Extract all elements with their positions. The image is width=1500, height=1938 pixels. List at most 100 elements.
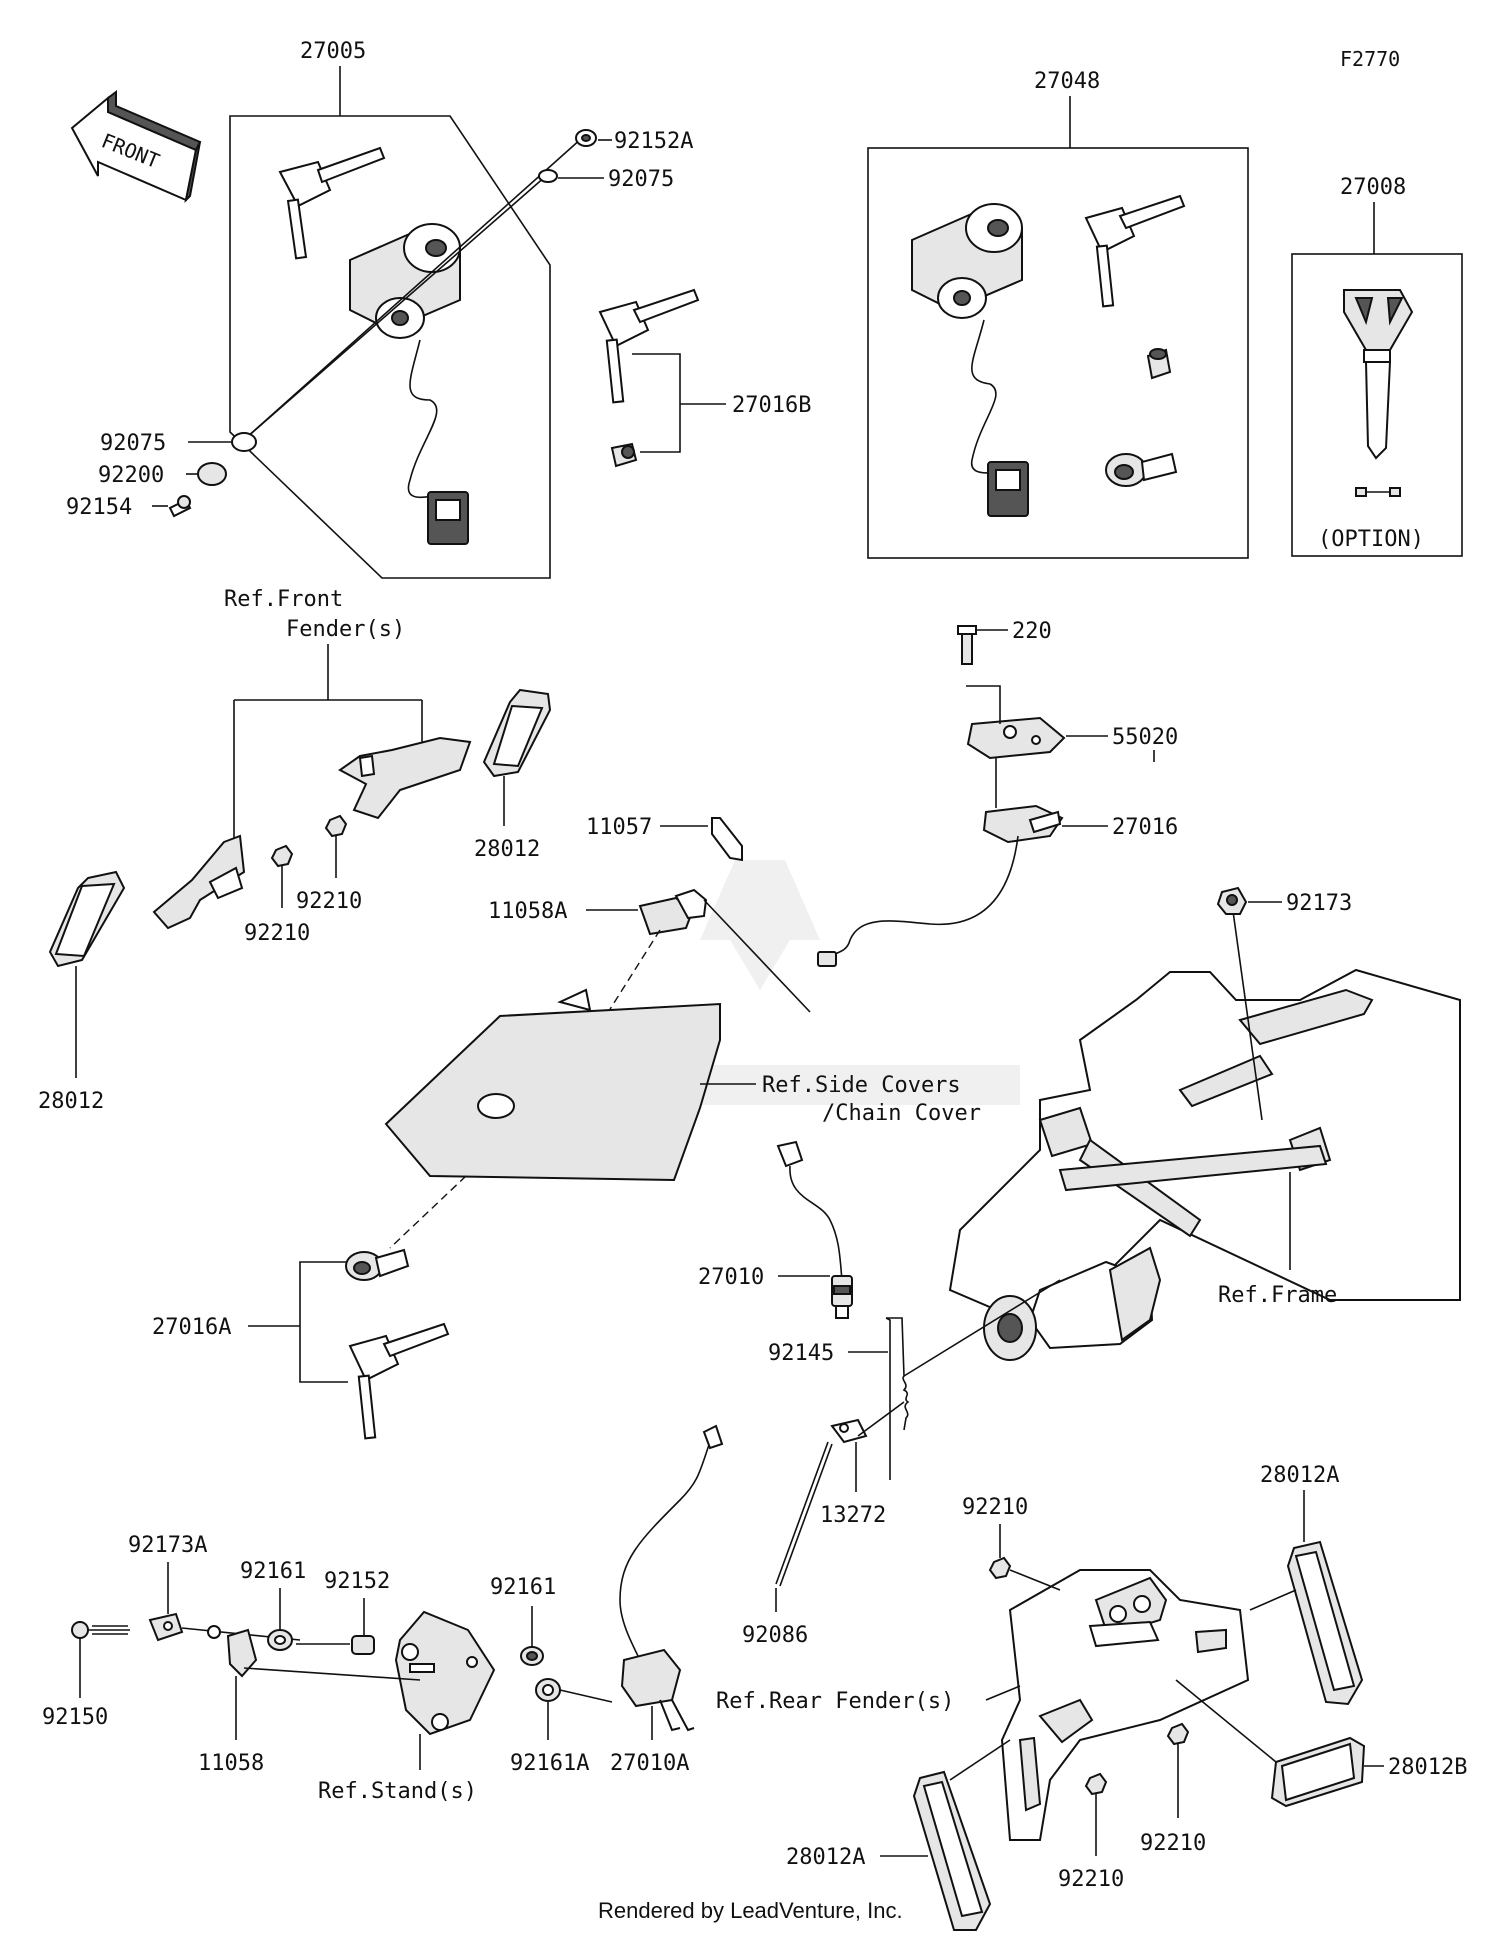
blank-key-group-27008: 27008 (OPTION) [1291, 175, 1463, 557]
key-and-cylinder-27016B [598, 288, 700, 468]
part-label-92086: 92086 [742, 1623, 808, 1648]
clip-icon [711, 817, 743, 862]
side-cover-icon [384, 988, 721, 1182]
screw-icon [71, 1621, 130, 1639]
nut-icon [270, 844, 294, 868]
part-label-27016B: 27016B [732, 393, 811, 418]
part-label-92173: 92173 [1286, 891, 1352, 916]
washer-icon [575, 129, 597, 147]
nut-icon [1166, 1722, 1190, 1746]
holder-bracket-icon [638, 888, 708, 936]
ignition-switch-group-27005: 27005 [229, 39, 583, 579]
part-label-27010A: 27010A [610, 1751, 689, 1776]
seat-lock-icon [345, 1248, 410, 1281]
part-label-27048: 27048 [1034, 69, 1100, 94]
washer-icon [520, 1646, 544, 1666]
key-icon [348, 1322, 450, 1440]
part-label-92152A: 92152A [614, 129, 693, 154]
part-label-55020: 55020 [1112, 725, 1178, 750]
reflector-icon [48, 870, 126, 968]
cam-icon [207, 1625, 258, 1678]
reflector-icon [1286, 1540, 1364, 1706]
bolt-icon [957, 625, 977, 665]
nut-icon [324, 814, 348, 838]
part-label-92075-left: 92075 [100, 431, 166, 456]
bracket-right-icon [338, 736, 472, 820]
diagram-id: F2770 [1340, 47, 1400, 71]
reflector-icon [482, 688, 552, 778]
part-label-92154: 92154 [66, 495, 132, 520]
part-label-92161-a: 92161 [240, 1559, 306, 1584]
ref-side-covers-line1: Ref.Side Covers [762, 1073, 961, 1098]
washer-icon [231, 432, 257, 452]
nut-icon [988, 1556, 1012, 1580]
stand-switch-icon [619, 1424, 724, 1732]
plate-icon [966, 716, 1066, 760]
part-label-92145: 92145 [768, 1341, 834, 1366]
part-label-11058A: 11058A [488, 899, 567, 924]
part-label-27005: 27005 [300, 39, 366, 64]
part-label-27010: 27010 [698, 1265, 764, 1290]
ref-front-fender-line1: Ref.Front [224, 587, 343, 612]
part-label-13272: 13272 [820, 1503, 886, 1528]
ignition-switch-icon [349, 223, 469, 545]
ref-stand: Ref.Stand(s) [318, 1779, 477, 1804]
retainer-icon [148, 1612, 184, 1642]
seat-lock-icon [982, 804, 1064, 844]
part-label-28012B: 28012B [1388, 1755, 1467, 1780]
stand-bracket-icon [394, 1610, 496, 1736]
part-label-27016: 27016 [1112, 815, 1178, 840]
part-label-27016A: 27016A [152, 1315, 231, 1340]
lock-set-group-27048: 27048 [867, 69, 1249, 559]
rear-fender-bracket-icon [1000, 1569, 1250, 1841]
part-label-220: 220 [1012, 619, 1052, 644]
part-label-92152: 92152 [324, 1569, 390, 1594]
rod-icon [775, 1441, 833, 1587]
ref-front-fender-line2: Fender(s) [286, 617, 405, 642]
ref-side-covers-line2: /Chain Cover [822, 1101, 981, 1126]
part-label-11057: 11057 [586, 815, 652, 840]
part-label-92161-b: 92161 [490, 1575, 556, 1600]
part-label-92075-top: 92075 [608, 167, 674, 192]
nut-icon [1084, 1772, 1108, 1796]
washer-icon [538, 169, 558, 183]
option-note: (OPTION) [1318, 527, 1424, 552]
ignition-switch-icon [911, 203, 1029, 517]
ref-rear-fender: Ref.Rear Fender(s) [716, 1689, 954, 1714]
part-label-11058: 11058 [198, 1751, 264, 1776]
frame-icon [948, 968, 1461, 1361]
pin-plate-icon [830, 1418, 868, 1444]
key-icon [1084, 194, 1186, 308]
part-label-27008: 27008 [1340, 175, 1406, 200]
spring-icon [886, 1317, 910, 1431]
part-label-92210-c: 92210 [962, 1495, 1028, 1520]
collar-icon [535, 1678, 561, 1702]
reflector-icon [912, 1770, 992, 1931]
part-label-92210-d: 92210 [1140, 1831, 1206, 1856]
lock-cylinder-icon [1146, 348, 1172, 380]
key-icon [278, 146, 386, 260]
front-arrow-icon: FRONT [70, 90, 202, 204]
part-label-92210-e: 92210 [1058, 1867, 1124, 1892]
seat-lock-icon [1105, 452, 1178, 487]
footer-credit: Rendered by LeadVenture, Inc. [598, 1898, 903, 1923]
part-label-92161A: 92161A [510, 1751, 589, 1776]
part-label-28012A-top: 28012A [1260, 1463, 1339, 1488]
blank-key-icon [1343, 289, 1414, 460]
part-label-92150: 92150 [42, 1705, 108, 1730]
grommet-icon [1216, 886, 1248, 915]
part-label-92200: 92200 [98, 463, 164, 488]
washer-icon [197, 462, 227, 486]
part-label-92210-b: 92210 [244, 921, 310, 946]
reflector-icon [1270, 1736, 1366, 1808]
bracket-left-icon [152, 834, 246, 930]
part-label-92210-a: 92210 [296, 889, 362, 914]
collar-icon [351, 1635, 375, 1655]
washer-icon [267, 1629, 293, 1651]
ref-frame: Ref.Frame [1218, 1283, 1337, 1308]
part-label-28012-right: 28012 [474, 837, 540, 862]
screw-icon [168, 495, 192, 518]
switch-sensor-icon [776, 1140, 853, 1319]
key-chain-icon [1355, 487, 1401, 497]
